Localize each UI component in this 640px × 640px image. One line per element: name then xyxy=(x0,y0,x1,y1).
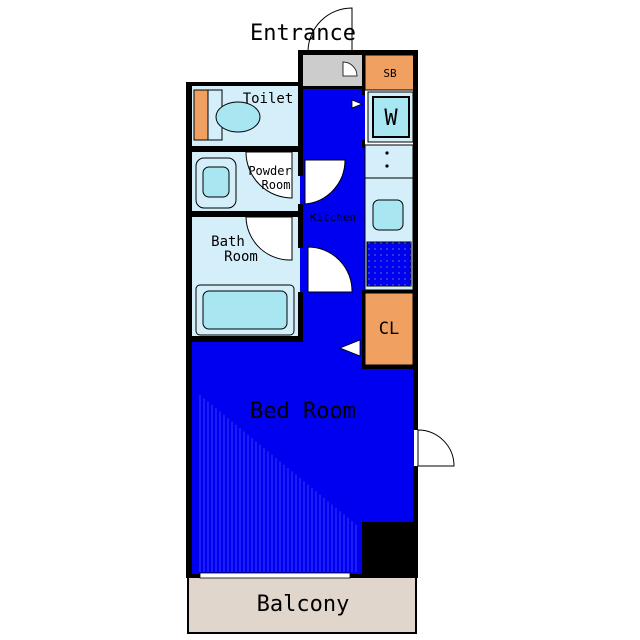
structural-column xyxy=(362,522,414,574)
balcony-label: Balcony xyxy=(257,592,350,617)
closet-door-marker xyxy=(338,339,361,357)
closet xyxy=(364,292,414,366)
toilet-bowl xyxy=(215,101,261,133)
washer-door-marker xyxy=(351,99,364,109)
powder-room-label-1: Powder xyxy=(248,164,291,178)
shoe-box xyxy=(364,54,416,91)
burner-1 xyxy=(385,151,389,155)
kitchen-door-swing xyxy=(304,159,346,205)
toilet-label: Toilet xyxy=(243,91,294,107)
bath-room-label-1: Bath xyxy=(211,234,245,250)
floor-hatch xyxy=(199,395,357,572)
bathtub-basin xyxy=(202,290,288,330)
bath-room-door-swing xyxy=(245,216,293,261)
burner-2 xyxy=(385,164,389,168)
toilet-tank xyxy=(193,89,209,141)
vanity-sink xyxy=(202,166,230,198)
washer-pan xyxy=(372,96,410,138)
bath-room-label-2: Room xyxy=(224,249,258,265)
powder-room-door-swing xyxy=(245,151,293,199)
powder-room-label-2: Room xyxy=(262,178,291,192)
bed-room-label: Bed Room xyxy=(250,399,356,424)
corridor-floor xyxy=(300,88,365,344)
shoe-box-label: SB xyxy=(383,67,397,80)
bed-room-door-swing xyxy=(307,246,353,293)
closet-label: CL xyxy=(379,319,399,339)
balcony-area xyxy=(187,576,417,634)
washer-label: W xyxy=(384,106,398,131)
side-door-swing xyxy=(417,429,455,467)
kitchen-sink xyxy=(372,199,404,231)
entrance-inner-swing xyxy=(342,61,358,77)
entrance-label: Entrance xyxy=(250,21,356,46)
kitchen-label: Kitchen xyxy=(310,211,356,224)
refrigerator-dots xyxy=(367,242,411,286)
balcony-window xyxy=(199,572,351,579)
